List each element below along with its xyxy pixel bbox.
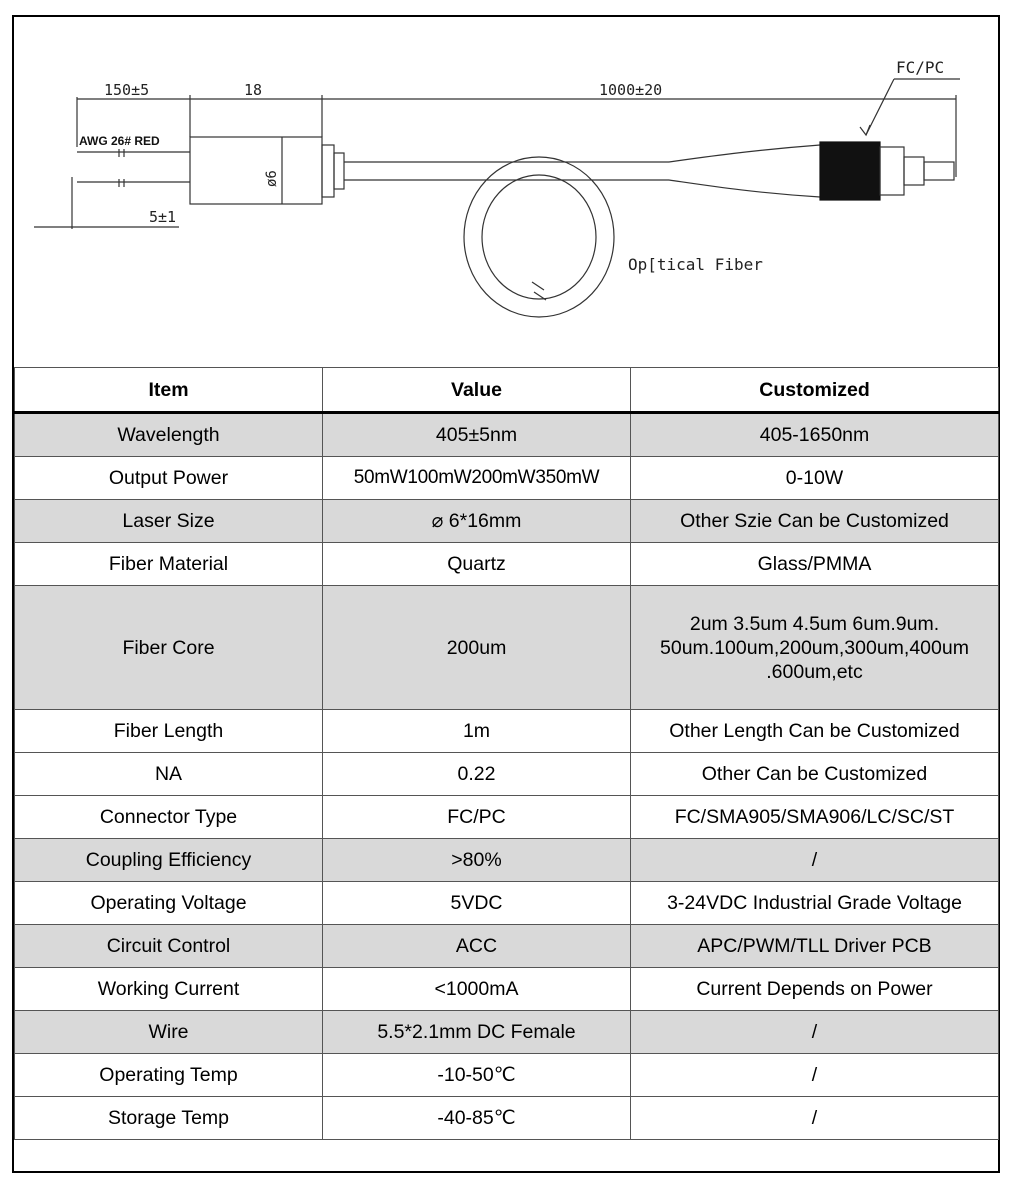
- table-row: Storage Temp -40-85℃ /: [14, 1096, 999, 1140]
- table-row: Output Power 50mW100mW200mW350mW 0-10W: [14, 456, 999, 500]
- row-customized: 405-1650nm: [630, 412, 999, 457]
- core-options-line: 2um 3.5um 4.5um 6um.9um.: [689, 612, 940, 635]
- row-customized: /: [630, 838, 999, 882]
- row-value: 1m: [322, 709, 631, 753]
- row-value: 50mW100mW200mW350mW: [322, 456, 631, 500]
- row-item: Operating Temp: [14, 1053, 323, 1097]
- table-row: NA 0.22 Other Can be Customized: [14, 752, 999, 796]
- table-row: Wavelength 405±5nm 405-1650nm: [14, 412, 999, 457]
- table-row: Fiber Core 200um 2um 3.5um 4.5um 6um.9um…: [14, 585, 999, 710]
- row-customized: Other Szie Can be Customized: [630, 499, 999, 543]
- table-row: Fiber Material Quartz Glass/PMMA: [14, 542, 999, 586]
- row-customized: 2um 3.5um 4.5um 6um.9um. 50um.100um,200u…: [630, 585, 999, 710]
- header-customized: Customized: [630, 367, 999, 414]
- header-value: Value: [322, 367, 631, 414]
- table-row: Coupling Efficiency >80% /: [14, 838, 999, 882]
- table-row: Connector Type FC/PC FC/SMA905/SMA906/LC…: [14, 795, 999, 839]
- row-value: 0.22: [322, 752, 631, 796]
- row-item: Connector Type: [14, 795, 323, 839]
- table-row: Wire 5.5*2.1mm DC Female /: [14, 1010, 999, 1054]
- table-row: Circuit Control ACC APC/PWM/TLL Driver P…: [14, 924, 999, 968]
- row-value: ACC: [322, 924, 631, 968]
- row-item: Wire: [14, 1010, 323, 1054]
- dim-lead-label: 150±5: [104, 81, 149, 99]
- row-customized: /: [630, 1096, 999, 1140]
- row-item: Output Power: [14, 456, 323, 500]
- dim-fiber-label: 1000±20: [599, 81, 662, 99]
- table-row: Operating Temp -10-50℃ /: [14, 1053, 999, 1097]
- core-options-line: 50um.100um,200um,300um,400um: [660, 636, 969, 659]
- row-value: 200um: [322, 585, 631, 710]
- row-customized: 3-24VDC Industrial Grade Voltage: [630, 881, 999, 925]
- row-item: Coupling Efficiency: [14, 838, 323, 882]
- row-item: Wavelength: [14, 412, 323, 457]
- wire-label: AWG 26# RED: [79, 134, 160, 148]
- row-customized: 0-10W: [630, 456, 999, 500]
- row-item: Working Current: [14, 967, 323, 1011]
- row-customized: /: [630, 1053, 999, 1097]
- row-item: Fiber Core: [14, 585, 323, 710]
- row-customized: /: [630, 1010, 999, 1054]
- row-value: FC/PC: [322, 795, 631, 839]
- row-value: -40-85℃: [322, 1096, 631, 1140]
- row-customized: Glass/PMMA: [630, 542, 999, 586]
- row-item: Operating Voltage: [14, 881, 323, 925]
- row-customized: FC/SMA905/SMA906/LC/SC/ST: [630, 795, 999, 839]
- row-item: Storage Temp: [14, 1096, 323, 1140]
- spec-table: Item Value Customized Wavelength 405±5nm…: [14, 367, 999, 1140]
- row-value: 405±5nm: [322, 412, 631, 457]
- fiber-label: Op[tical Fiber: [628, 255, 763, 274]
- row-item: Fiber Material: [14, 542, 323, 586]
- core-options-line: .600um,etc: [766, 660, 863, 683]
- row-value: 5VDC: [322, 881, 631, 925]
- row-value: 5.5*2.1mm DC Female: [322, 1010, 631, 1054]
- row-item: Circuit Control: [14, 924, 323, 968]
- row-value: -10-50℃: [322, 1053, 631, 1097]
- header-item: Item: [14, 367, 323, 414]
- row-value: >80%: [322, 838, 631, 882]
- row-customized: APC/PWM/TLL Driver PCB: [630, 924, 999, 968]
- header-row: Item Value Customized: [14, 367, 999, 414]
- row-value: ⌀ 6*16mm: [322, 499, 631, 543]
- row-value: <1000mA: [322, 967, 631, 1011]
- laser-module-drawing: 150±5 18 1000±20 5±1 AWG 26# RED FC/PC O…: [14, 17, 998, 369]
- table-row: Operating Voltage 5VDC 3-24VDC Industria…: [14, 881, 999, 925]
- table-row: Laser Size ⌀ 6*16mm Other Szie Can be Cu…: [14, 499, 999, 543]
- row-item: Fiber Length: [14, 709, 323, 753]
- table-row: Fiber Length 1m Other Length Can be Cust…: [14, 709, 999, 753]
- technical-drawing: 150±5 18 1000±20 5±1 AWG 26# RED FC/PC O…: [34, 58, 960, 318]
- row-value: Quartz: [322, 542, 631, 586]
- dim-body-label: 18: [244, 81, 262, 99]
- row-item: NA: [14, 752, 323, 796]
- table-row: Working Current <1000mA Current Depends …: [14, 967, 999, 1011]
- row-customized: Current Depends on Power: [630, 967, 999, 1011]
- dim-diameter-label: ø6: [264, 170, 280, 187]
- connector-label: FC/PC: [896, 58, 944, 77]
- row-customized: Other Length Can be Customized: [630, 709, 999, 753]
- spec-sheet: 150±5 18 1000±20 5±1 AWG 26# RED FC/PC O…: [12, 15, 1000, 1173]
- row-item: Laser Size: [14, 499, 323, 543]
- row-customized: Other Can be Customized: [630, 752, 999, 796]
- dim-strip-label: 5±1: [149, 208, 176, 226]
